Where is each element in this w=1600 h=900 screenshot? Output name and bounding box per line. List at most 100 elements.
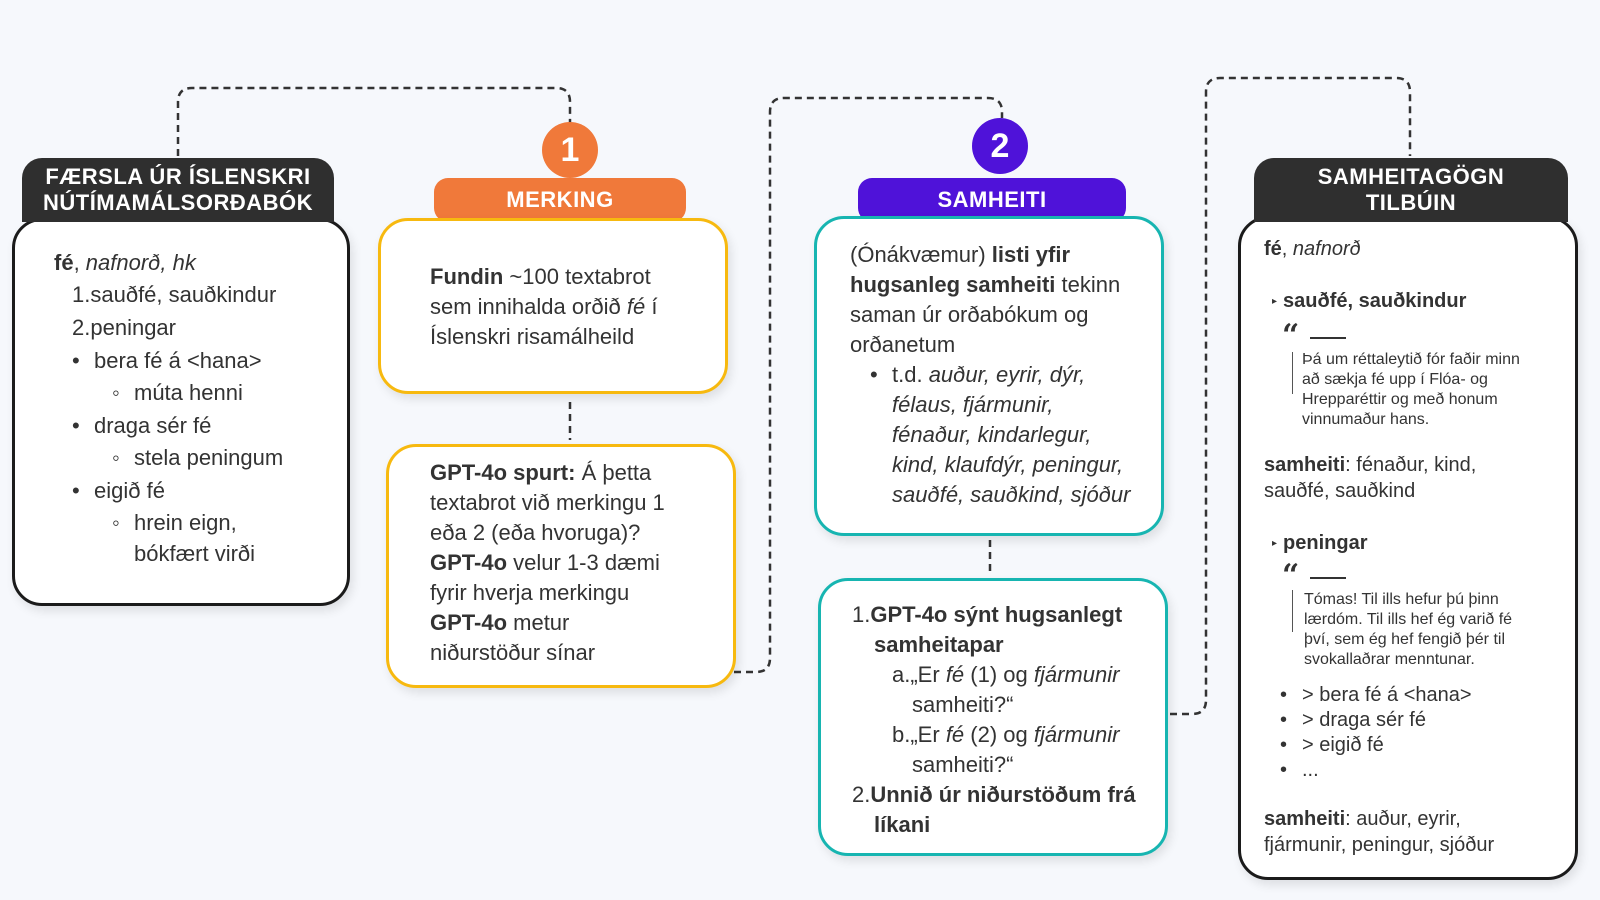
synlist-line2: hugsanleg samheiti tekinn xyxy=(850,270,1120,300)
entry-headword: fé, nafnorð, hk xyxy=(54,250,196,275)
gpt-line6-text: metur xyxy=(507,610,570,635)
synlist-line3: saman úr orðabókum og xyxy=(850,302,1089,327)
pair-b-label: b. xyxy=(892,722,911,747)
quote-icon: “ xyxy=(1282,318,1300,353)
quote-2-line1: Tómas! Til ills hefur þú þinn xyxy=(1304,591,1499,608)
synlist-line1-b: listi yfir xyxy=(991,242,1071,267)
connector-col1-col2 xyxy=(176,86,572,156)
pair-question-b: b.„Er fé (2) og fjármunir xyxy=(892,720,1119,750)
headword: fé xyxy=(54,250,74,275)
gpt-line5: fyrir hverja merkingu xyxy=(430,580,630,605)
pair-b-word2: fjármunir xyxy=(1033,722,1120,747)
idiom-2: draga sér fé xyxy=(72,411,211,441)
quote-2-line3: því, sem ég hef fengið þér til xyxy=(1304,631,1505,648)
synlist-example-words-3: fénaður, kindarlegur, xyxy=(892,422,1092,447)
triangle-icon: ▸ xyxy=(1272,295,1278,307)
pair-b-mid: (2) og xyxy=(964,722,1034,747)
step-2-badge: 2 xyxy=(972,118,1028,174)
corpus-line2-a: sem innihalda orðið xyxy=(430,294,627,319)
quote-1-line2: að sækja fé upp í Flóa- og xyxy=(1302,371,1488,388)
synonym-data-header-line2: TILBÚIN xyxy=(1365,190,1457,215)
synonyms-1-text: : fénaður, kind, xyxy=(1345,454,1477,476)
synonyms-2-line1: samheiti: auður, eyrir, xyxy=(1264,806,1461,832)
result-sense-2-text: peningar xyxy=(1283,532,1368,554)
quote-rule xyxy=(1310,577,1346,579)
quote-bar xyxy=(1292,352,1293,394)
synlist-example-line5: sauðfé, sauðkind, sjóður xyxy=(892,480,1131,510)
corpus-line1-text: ~100 textabrot xyxy=(503,264,651,289)
corpus-found-label: Fundin xyxy=(430,264,504,289)
pair-step-2-text: Unnið úr niðurstöðum frá xyxy=(870,782,1136,807)
quote-icon: “ xyxy=(1282,558,1300,593)
synonyms-header: SAMHEITI xyxy=(858,178,1126,222)
synlist-example-line2: félaus, fjármunir, xyxy=(892,390,1053,420)
idiom-1: bera fé á <hana> xyxy=(72,346,262,376)
synonyms-2-label: samheiti xyxy=(1264,808,1346,830)
quote-2-line4: svokallaðrar menntunar. xyxy=(1304,651,1475,668)
synonyms-2-line2: fjármunir, peningur, sjóður xyxy=(1264,834,1495,856)
gpt-line1: GPT-4o spurt: Á þetta xyxy=(430,458,651,488)
result-sense-1-text: sauðfé, sauðkindur xyxy=(1283,290,1467,312)
result-headword-line: fé, nafnorð xyxy=(1264,238,1361,260)
pair-step-2-text2: líkani xyxy=(874,812,931,837)
sense-2-number: 2. xyxy=(72,315,91,340)
corpus-line2: sem innihalda orðið fé í xyxy=(430,292,658,322)
synlist-example-words-4: kind, klaufdýr, peningur, xyxy=(892,452,1124,477)
quote-bar xyxy=(1292,590,1293,632)
synlist-line2-a: tekinn xyxy=(1055,272,1121,297)
pair-step-2-line2: líkani xyxy=(874,810,930,840)
synonyms-1-line1: samheiti: fénaður, kind, xyxy=(1264,452,1476,478)
idiom-3-meaning-line2: bókfært virði xyxy=(134,541,256,566)
pair-question-b-line2: samheiti?“ xyxy=(912,752,1014,777)
synlist-example-words-5: sauðfé, sauðkind, sjóður xyxy=(892,482,1131,507)
synonyms-1-line2: sauðfé, sauðkind xyxy=(1264,480,1416,502)
pair-step-2-number: 2. xyxy=(852,782,871,807)
gpt-line7: niðurstöður sínar xyxy=(430,640,596,665)
result-idiom-2: > draga sér fé xyxy=(1280,707,1426,733)
pair-a-mid: (1) og xyxy=(964,662,1034,687)
synlist-example-words-2: félaus, fjármunir, xyxy=(892,392,1054,417)
quote-1-line4: vinnumaður hans. xyxy=(1302,411,1430,428)
gpt-classification-box xyxy=(386,444,736,688)
idiom-3: eigið fé xyxy=(72,476,165,506)
synlist-example-line1: t.d. auður, eyrir, dýr, xyxy=(870,360,1085,390)
gpt-model-label-2: GPT-4o xyxy=(430,610,508,635)
dictionary-entry-header: FÆRSLA ÚR ÍSLENSKRI NÚTÍMAMÁLSORÐABÓK xyxy=(22,158,334,222)
corpus-line2-word: fé xyxy=(626,294,646,319)
pair-a-word2: fjármunir xyxy=(1033,662,1120,687)
pair-step-1-line2: samheitapar xyxy=(874,630,1004,660)
corpus-line1: Fundin ~100 textabrot xyxy=(430,262,651,292)
corpus-search-box xyxy=(378,218,728,394)
result-sense-1: ▸ sauðfé, sauðkindur xyxy=(1272,286,1466,317)
dictionary-entry-header-line2: NÚTÍMAMÁLSORÐABÓK xyxy=(42,190,314,215)
pair-question-a-line2: samheiti?“ xyxy=(912,692,1014,717)
synlist-example-line3: fénaður, kindarlegur, xyxy=(892,420,1091,450)
meaning-header: MERKING xyxy=(434,178,686,222)
result-word-class: nafnorð xyxy=(1292,238,1361,260)
gpt-line4-text: velur 1-3 dæmi xyxy=(507,550,660,575)
gpt-line4: GPT-4o velur 1-3 dæmi xyxy=(430,548,660,578)
sense-1-number: 1. xyxy=(72,282,91,307)
gpt-asked-label: GPT-4o spurt: xyxy=(430,460,576,485)
pair-b-word1: fé xyxy=(945,722,965,747)
synlist-line1-a: (Ónákvæmur) xyxy=(850,242,992,267)
quote-1-line3: Hrepparéttir og með honum xyxy=(1302,391,1498,408)
gpt-model-label-1: GPT-4o xyxy=(430,550,508,575)
pair-a-word1: fé xyxy=(945,662,965,687)
result-sense-2: ▸peningar xyxy=(1272,528,1367,559)
gpt-line3: eða 2 (eða hvoruga)? xyxy=(430,520,641,545)
result-idiom-1: > bera fé á <hana> xyxy=(1280,682,1472,708)
quote-1-line1: Þá um réttaleytið fór faðir minn xyxy=(1302,351,1520,368)
synonyms-1-label: samheiti xyxy=(1264,454,1346,476)
corpus-line3: Íslenskri risamálheild xyxy=(430,324,635,349)
synonym-data-header: SAMHEITAGÖGN TILBÚIN xyxy=(1254,158,1568,222)
pair-step-1: 1.GPT-4o sýnt hugsanlegt xyxy=(852,600,1122,630)
pair-step-1-text: GPT-4o sýnt hugsanlegt xyxy=(870,602,1123,627)
quote-rule xyxy=(1310,337,1346,339)
result-idiom-3: > eigið fé xyxy=(1280,732,1384,758)
pair-step-1-text2: samheitapar xyxy=(874,632,1004,657)
sense-1: 1.sauðfé, sauðkindur xyxy=(72,280,276,310)
gpt-line2: textabrot við merkingu 1 xyxy=(430,490,665,515)
dictionary-entry-header-line1: FÆRSLA ÚR ÍSLENSKRI xyxy=(45,164,311,189)
sense-2-text: peningar xyxy=(90,315,176,340)
